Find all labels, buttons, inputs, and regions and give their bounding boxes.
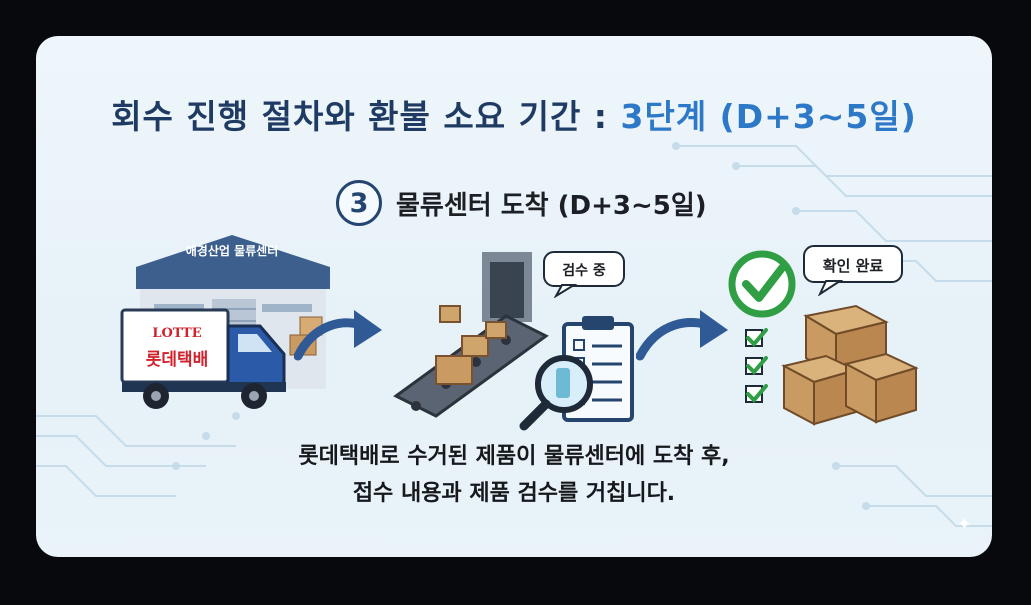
flow-arrow-right-icon-2 bbox=[636, 310, 728, 361]
title-main: 회수 진행 절차와 환불 소요 기간 : bbox=[111, 97, 608, 136]
inspection-status-label: 검수 중 bbox=[562, 263, 606, 279]
step-title: 물류센터 도착 (D+3~5일) bbox=[396, 190, 707, 221]
step-number-badge: 3 bbox=[336, 180, 382, 226]
completed-check-illustration bbox=[728, 250, 919, 426]
info-card: 회수 진행 절차와 환불 소요 기간 : 3단계 (D+3~5일) 3 물류센터… bbox=[36, 36, 992, 557]
caption-line-1: 롯데택배로 수거된 제품이 물류센터에 도착 후, bbox=[298, 444, 730, 469]
inspection-speech-bubble bbox=[543, 251, 625, 298]
complete-status-label: 확인 완료 bbox=[822, 257, 884, 275]
warehouse-sign: 애경산업 물류센터 bbox=[185, 244, 279, 258]
delivery-truck bbox=[120, 308, 286, 409]
sparkle-icon: ✦ bbox=[956, 514, 972, 535]
description-caption: 롯데택배로 수거된 제품이 물류센터에 도착 후, 접수 내용과 제품 검수를 … bbox=[36, 438, 992, 512]
flow-arrow-right-icon bbox=[294, 310, 382, 361]
truck-brand-line2: 롯데택배 bbox=[145, 350, 209, 370]
conveyor-inspection-illustration bbox=[393, 252, 634, 431]
title-highlight: 3단계 (D+3~5일) bbox=[620, 97, 917, 136]
circuit-decoration bbox=[36, 142, 992, 527]
complete-speech-bubble bbox=[803, 245, 903, 296]
step-header: 3 물류센터 도착 (D+3~5일) bbox=[336, 178, 707, 228]
truck-brand-line1: LOTTE bbox=[152, 326, 202, 341]
caption-line-2: 접수 내용과 제품 검수를 거칩니다. bbox=[352, 481, 676, 506]
page-title: 회수 진행 절차와 환불 소요 기간 : 3단계 (D+3~5일) bbox=[36, 90, 992, 138]
